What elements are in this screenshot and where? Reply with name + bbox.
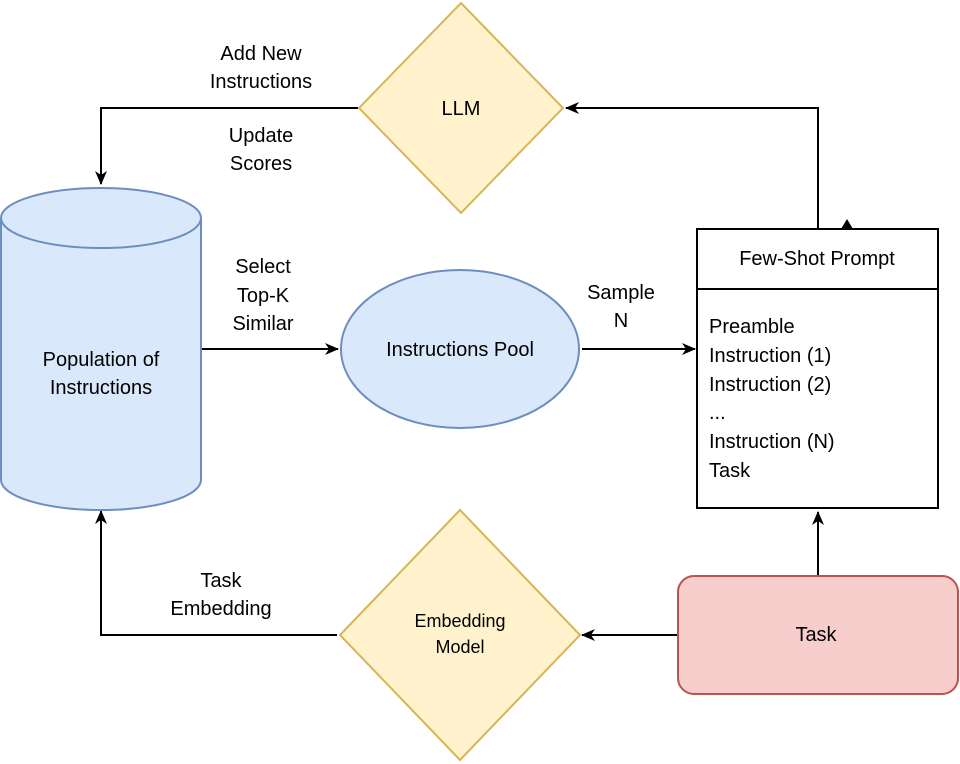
prompt-item: Task: [709, 460, 751, 482]
population-label-line2: Instructions: [50, 377, 152, 399]
edge-llm-to-population: [95, 107, 358, 185]
edge-label-sample-line2: N: [614, 310, 628, 332]
prompt-item: Instruction (2): [709, 374, 831, 396]
task-label: Task: [795, 624, 837, 646]
llm-node: LLM: [357, 1, 565, 215]
edge-label-select-line2: Top-K: [237, 285, 290, 307]
edge-label-add-new-line2: Instructions: [210, 71, 312, 93]
edge-label-task-embedding-line2: Embedding: [170, 598, 271, 620]
pool-ellipse: [340, 269, 580, 429]
edge-label-select-line3: Similar: [232, 313, 293, 335]
llm-label: LLM: [442, 98, 481, 120]
prompt-item: Instruction (N): [709, 431, 835, 453]
prompt-node: Few-Shot Prompt Preamble Instruction (1)…: [696, 228, 939, 509]
embedding-label-line1: Embedding: [414, 611, 505, 631]
prompt-title: Few-Shot Prompt: [739, 248, 895, 270]
pool-label: Instructions Pool: [386, 339, 534, 361]
task-node: Task: [677, 575, 959, 695]
embedding-diamond: [338, 508, 582, 762]
edge-label-add-new-line1: Add New: [220, 43, 302, 65]
pool-node: Instructions Pool: [340, 269, 580, 429]
prompt-item: Instruction (1): [709, 345, 831, 367]
prompt-item: Preamble: [709, 316, 795, 338]
edge-embedding-to-population: [95, 510, 337, 636]
population-cylinder-top: [0, 187, 202, 249]
embedding-node: Embedding Model: [338, 508, 582, 762]
prompt-item: ...: [709, 402, 726, 424]
population-label-line1: Population of: [43, 349, 160, 371]
embedding-label-line2: Model: [435, 637, 484, 657]
prompt-box: [696, 228, 939, 509]
edge-prompt-to-llm: [565, 102, 819, 228]
edge-label-select-line1: Select: [235, 256, 291, 278]
edge-label-update-line1: Update: [229, 125, 294, 147]
population-node: Population of Instructions: [0, 187, 202, 511]
task-box: [677, 575, 959, 695]
edge-prompt-top-tick: [841, 219, 853, 229]
llm-diamond: [357, 1, 565, 215]
edge-label-task-embedding-line1: Task: [200, 570, 242, 592]
population-cylinder-body: [0, 218, 202, 511]
edge-label-sample-line1: Sample: [587, 282, 655, 304]
edge-label-update-line2: Scores: [230, 153, 292, 175]
